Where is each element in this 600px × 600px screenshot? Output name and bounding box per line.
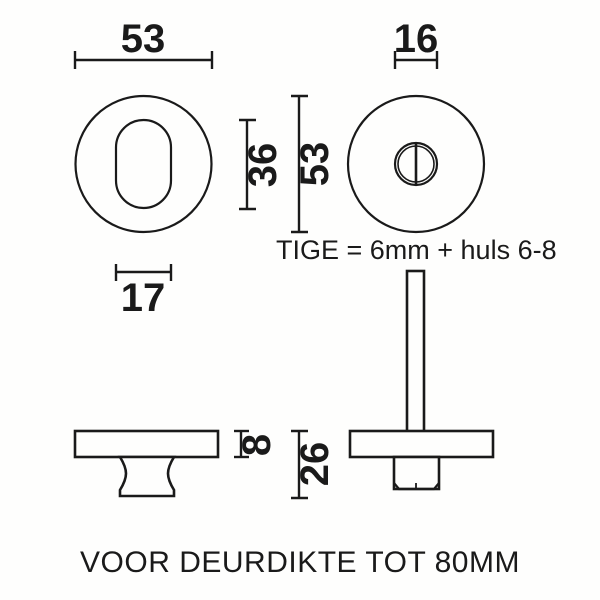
dimension-8: 8 (234, 429, 279, 459)
dimension-value-53-top: 53 (121, 17, 166, 61)
keyhole-oval-cutout (114, 118, 173, 210)
dimension-36: 36 (239, 118, 285, 211)
dimension-26: 26 (291, 429, 337, 500)
dimension-16: 16 (394, 17, 439, 69)
dimension-value-26: 26 (293, 442, 337, 487)
dimension-53-vertical: 53 (291, 94, 337, 234)
dimension-value-17: 17 (121, 276, 166, 320)
dimension-53-top: 53 (73, 17, 214, 69)
dimension-value-36: 36 (241, 143, 285, 188)
side-view-plate (73, 429, 220, 459)
dimension-value-53-vertical: 53 (293, 142, 337, 187)
keyhole-rosette-side-view (73, 429, 220, 498)
spindle-rod (405, 269, 426, 434)
dimension-value-16: 16 (394, 17, 439, 61)
turn-knob-rosette-side-view (348, 269, 495, 491)
dimension-value-8: 8 (235, 434, 279, 456)
bottom-caption: VOOR DEURDIKTE TOT 80MM (80, 546, 520, 579)
dimension-17: 17 (114, 264, 173, 320)
side-view-keyhole-body (117, 455, 177, 498)
side-view-plate (348, 429, 495, 459)
tige-note: TIGE = 6mm + huls 6-8 (276, 235, 557, 265)
turn-knob-rosette-front-view (346, 94, 486, 234)
side-view-knob-collar (392, 455, 441, 491)
keyhole-rosette-front-view (74, 94, 213, 234)
